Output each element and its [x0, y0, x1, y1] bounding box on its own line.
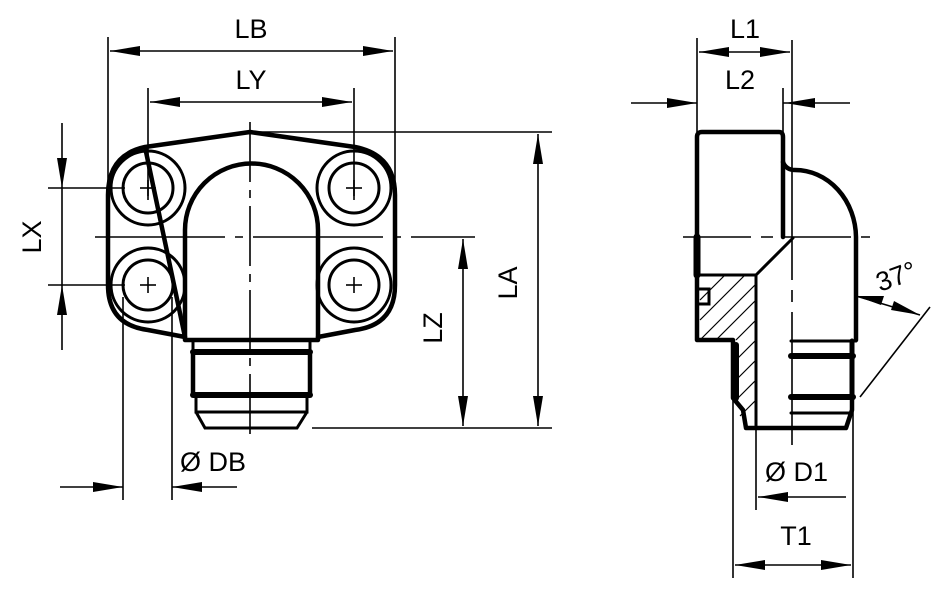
- tube-end: [190, 340, 313, 430]
- label-D1: Ø D1: [765, 457, 828, 487]
- thread-end: [788, 338, 858, 415]
- dim-DB: Ø DB: [60, 297, 246, 500]
- dim-LA: LA: [493, 134, 543, 426]
- section-hatch: [699, 274, 756, 417]
- label-L2: L2: [725, 65, 755, 95]
- dim-D1: Ø D1: [755, 428, 846, 510]
- label-angle: 37°: [872, 255, 921, 297]
- bolt-hole-bottom-right: [315, 246, 393, 324]
- label-LB: LB: [234, 14, 267, 44]
- label-LA: LA: [493, 266, 523, 299]
- dim-T1: T1: [732, 400, 854, 578]
- side-view: L1 L2 37° Ø D1: [631, 14, 931, 578]
- elbow-body: [182, 161, 321, 343]
- dim-LB: LB: [107, 14, 396, 195]
- dim-angle-37: 37°: [855, 255, 931, 398]
- dim-LX: LX: [17, 123, 125, 350]
- dim-L1: L1: [696, 14, 790, 132]
- elbow-bend: [780, 159, 859, 343]
- body-section: [694, 234, 855, 431]
- front-view: LB LY LX LZ: [17, 14, 552, 500]
- label-T1: T1: [780, 521, 812, 551]
- label-L1: L1: [730, 14, 760, 44]
- dim-LY: LY: [147, 65, 355, 200]
- label-DB: Ø DB: [180, 447, 246, 477]
- flange-block: [694, 129, 786, 240]
- dim-L2: L2: [631, 65, 850, 132]
- label-LX: LX: [17, 220, 47, 253]
- label-LZ: LZ: [418, 312, 448, 344]
- label-LY: LY: [235, 65, 266, 95]
- dim-LZ: LZ: [418, 239, 468, 426]
